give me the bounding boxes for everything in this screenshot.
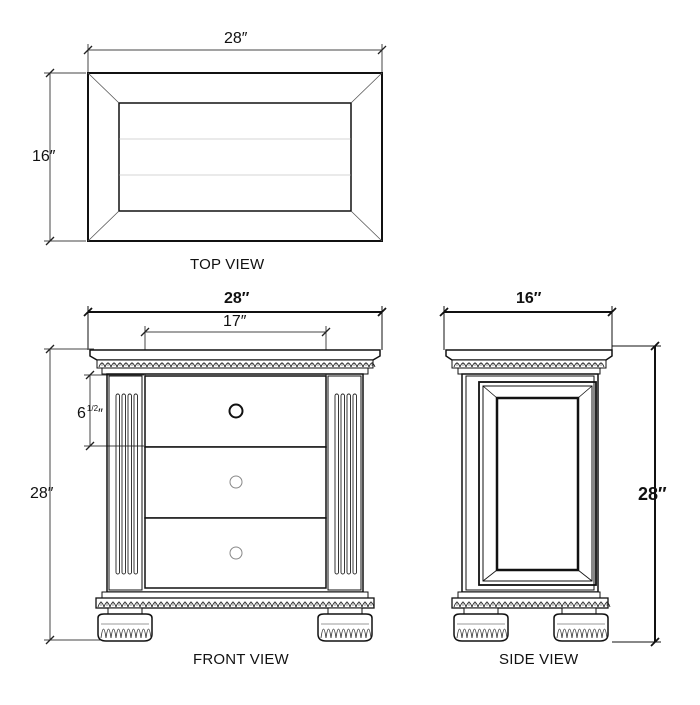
side-raised-panel: [478, 381, 597, 586]
front-width-label: 28″: [224, 290, 250, 307]
top-view-title: TOP VIEW: [190, 256, 265, 273]
side-foot-carving: [456, 623, 608, 639]
side-depth-dimension: [439, 306, 617, 350]
front-base-molding: [95, 591, 375, 609]
front-drawer-height-label: 61/2″: [77, 400, 103, 422]
front-crown-molding: [89, 349, 381, 375]
side-depth-label: 16″: [516, 290, 542, 307]
drawer-height-fraction: 1/2: [86, 404, 99, 413]
drawer-knob-middle: [229, 475, 243, 489]
drawer-knob-bottom: [229, 546, 243, 560]
top-depth-label: 16″: [32, 148, 56, 165]
drawer-height-unit: ″: [98, 405, 103, 421]
top-depth-dimension: [44, 68, 86, 246]
drawer-height-whole: 6: [77, 405, 86, 422]
side-crown-carving: [453, 362, 605, 368]
front-view: [44, 306, 387, 645]
front-height-label: 28″: [30, 485, 54, 502]
top-outline: [87, 72, 383, 242]
side-base-molding: [451, 591, 609, 609]
front-width-dimension: [83, 306, 387, 350]
side-view-title: SIDE VIEW: [499, 651, 579, 668]
top-width-dimension: [83, 44, 387, 74]
front-foot-carving: [100, 623, 372, 639]
side-view: [439, 306, 661, 647]
front-pilaster-flutes: [115, 393, 357, 575]
top-width-label: 28″: [224, 30, 248, 47]
side-height-dimension: [612, 341, 661, 647]
front-drawer-width-label: 17″: [223, 313, 247, 330]
top-view: [44, 44, 387, 246]
side-base-carving: [453, 601, 611, 608]
front-crown-carving: [98, 362, 376, 368]
drawer-knob-top: [228, 403, 244, 419]
front-view-title: FRONT VIEW: [193, 651, 289, 668]
side-height-label: 28″: [638, 484, 667, 504]
front-height-dimension: [44, 344, 100, 645]
front-base-carving: [97, 601, 375, 608]
